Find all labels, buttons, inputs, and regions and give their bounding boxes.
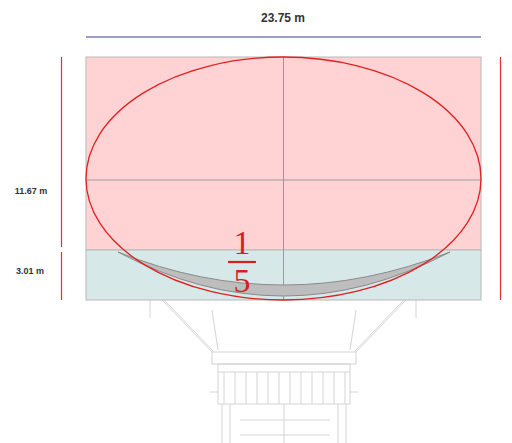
- fraction-numerator: 1: [234, 226, 251, 260]
- basket-bars: [224, 372, 345, 404]
- fraction-bar: [228, 261, 256, 263]
- dimension-line: [61, 252, 62, 300]
- dimension-line: [86, 36, 481, 37]
- dimension-label: 3.01 m: [16, 267, 44, 276]
- envelope-ellipse: [86, 57, 481, 300]
- dimension-line: [61, 57, 62, 247]
- centre-line: [283, 57, 284, 300]
- dimension-label: 23.75 m: [261, 12, 305, 24]
- gondola-skirt: [118, 252, 450, 296]
- dimension-label: 11.67 m: [15, 187, 48, 196]
- fraction-denominator: 5: [234, 264, 251, 298]
- dimension-line: [500, 57, 501, 300]
- centre-line: [86, 180, 481, 181]
